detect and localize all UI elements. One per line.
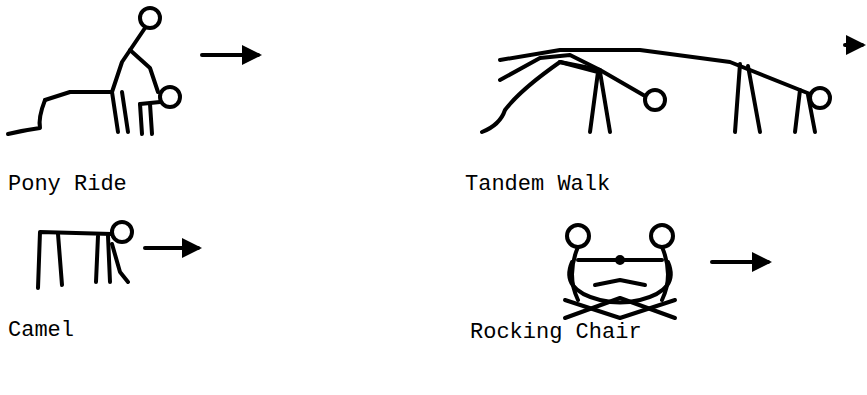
- arrow: [845, 43, 862, 47]
- pony-ride-figure: [8, 8, 180, 134]
- arrow: [145, 246, 198, 250]
- tandem-walk-figure: [482, 50, 830, 132]
- figure-caption: Pony Ride: [8, 172, 127, 198]
- camel-figure: [38, 222, 132, 288]
- figure-caption: Camel: [8, 318, 74, 344]
- figure-caption: Tandem Walk: [465, 172, 610, 198]
- rocking-chair-figure: [565, 225, 675, 318]
- figure-caption: Rocking Chair: [470, 320, 642, 346]
- arrow: [712, 260, 768, 264]
- arrow: [202, 53, 258, 57]
